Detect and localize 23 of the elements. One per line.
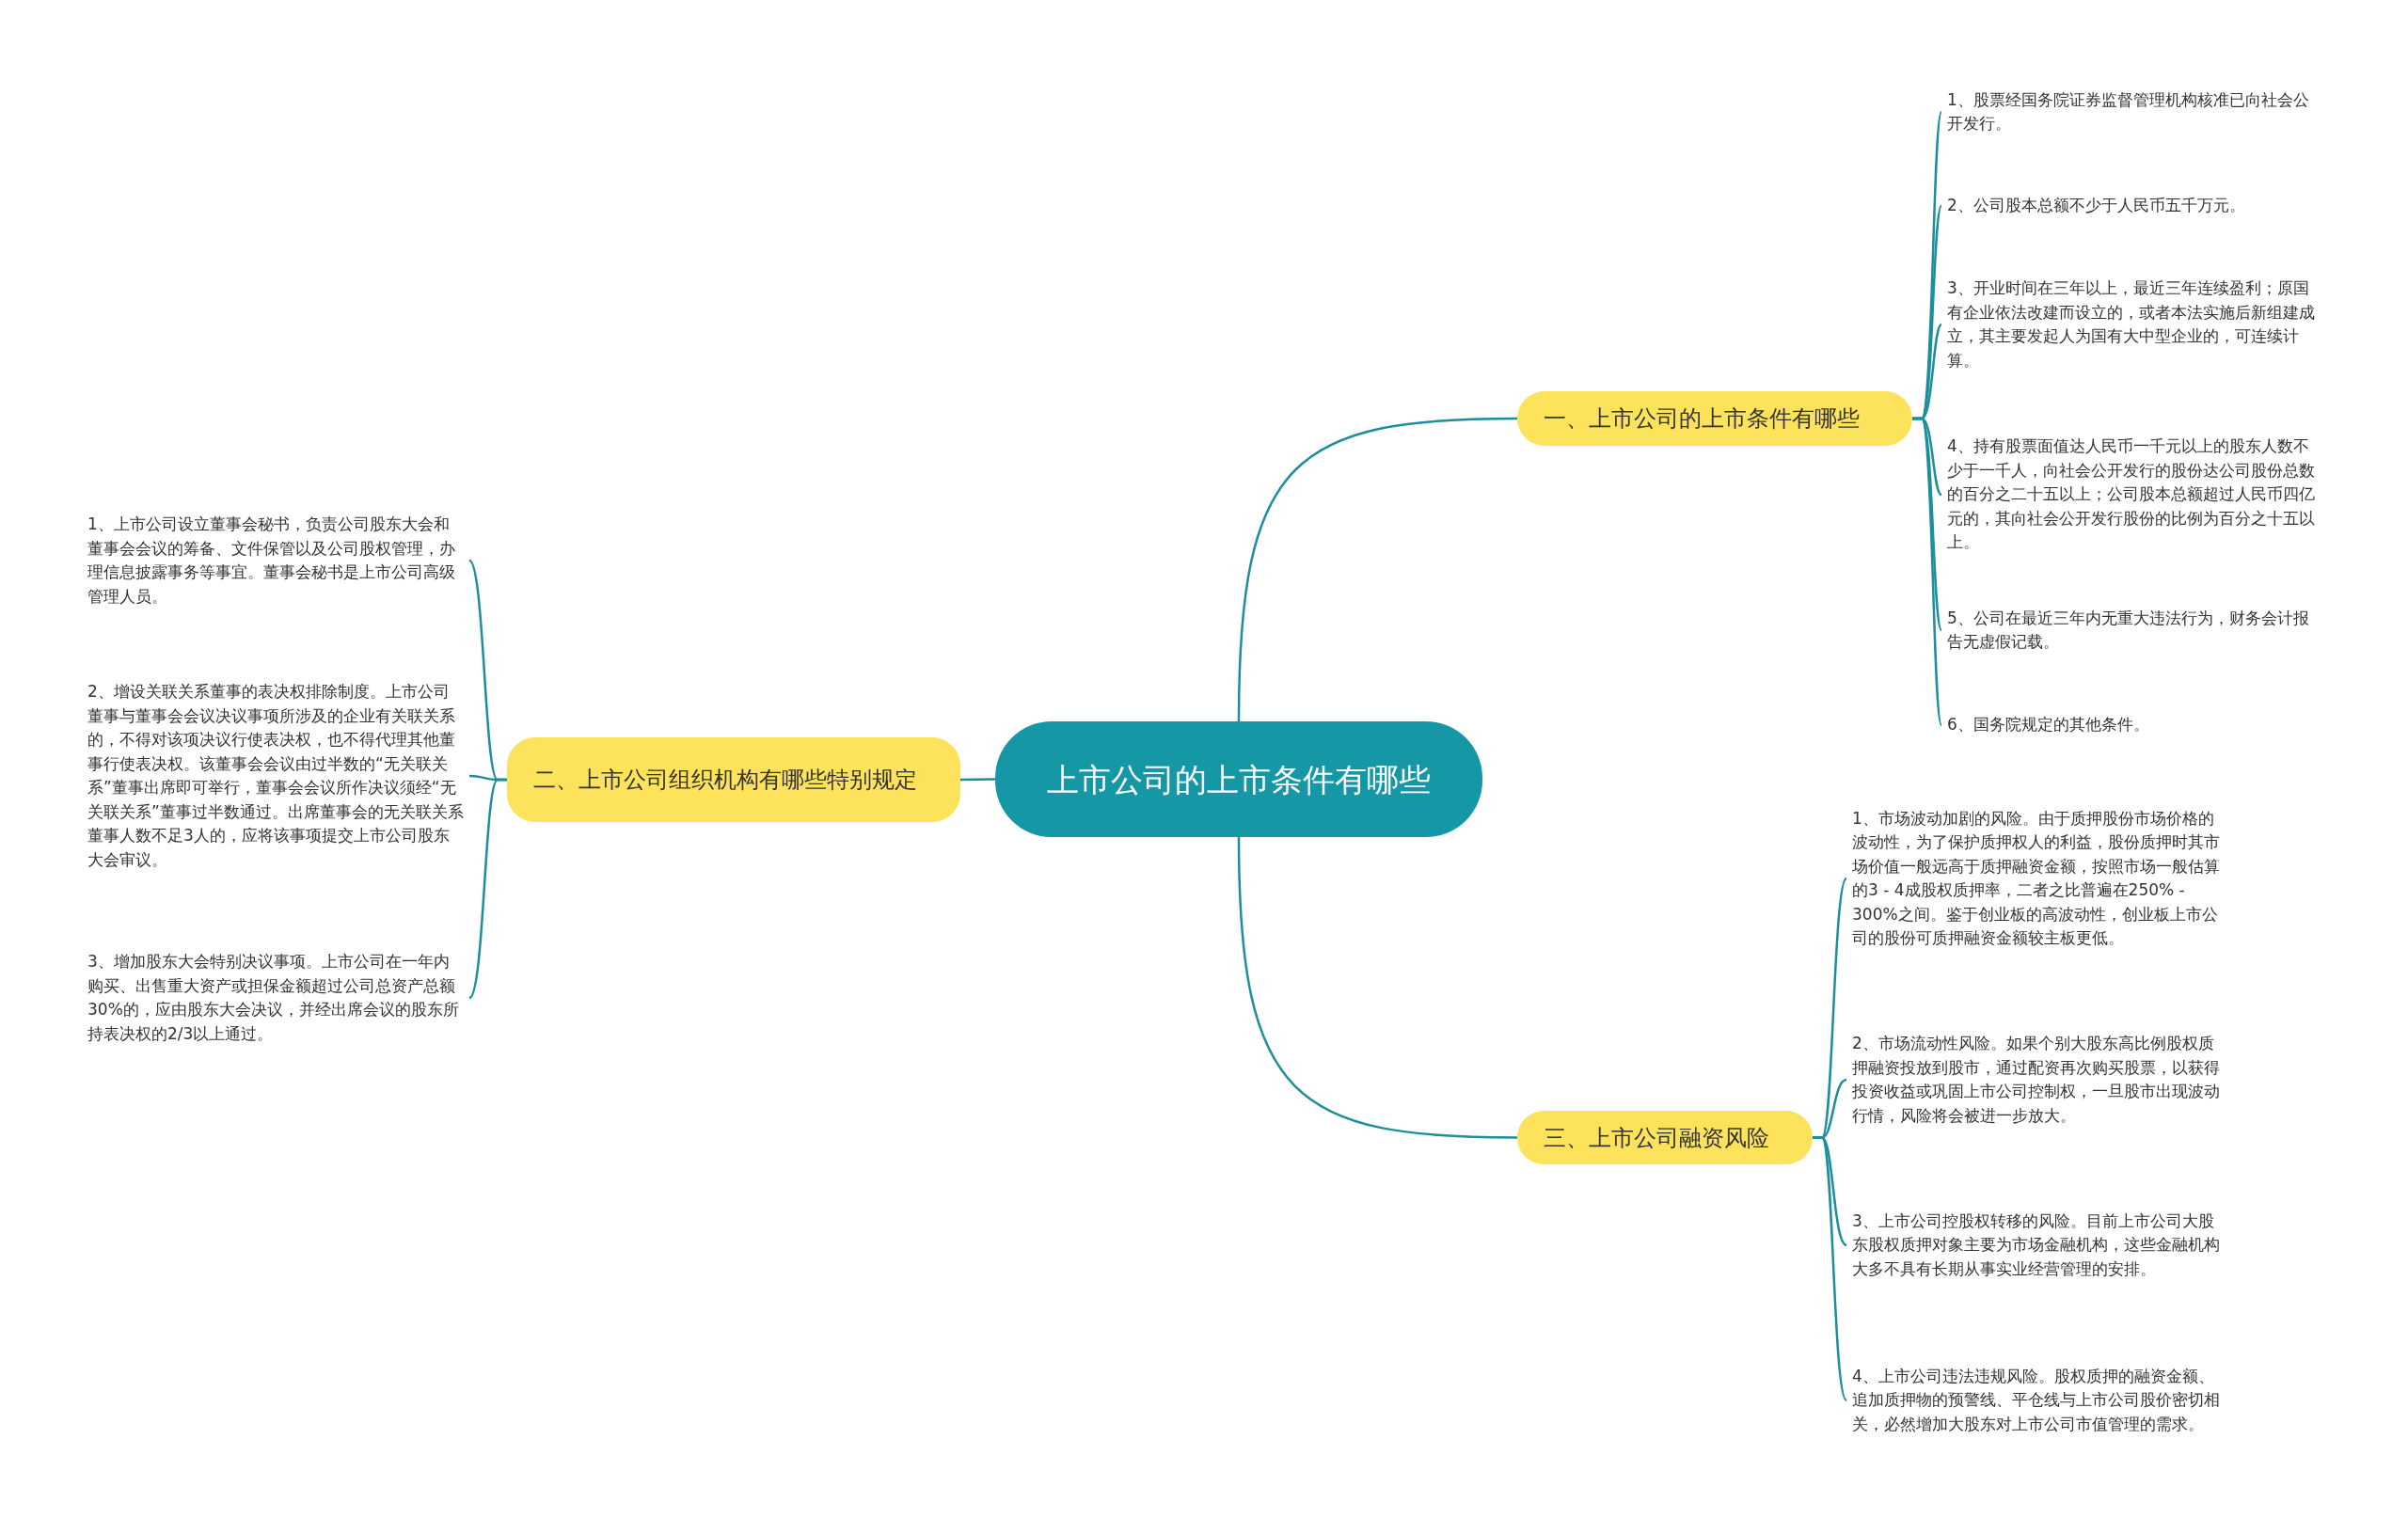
leaf-text: 3、开业时间在三年以上，最近三年连续盈利；原国有企业依法改建而设立的，或者本法实施后新组建成立，其主要发起人为国有大中型企业的，可连续计算。 — [1947, 277, 2323, 372]
leaf-text: 5、公司在最近三年内无重大违法行为，财务会计报告无虚假记载。 — [1947, 606, 2323, 655]
branch-box: 二、上市公司组织机构有哪些特别规定 — [507, 737, 960, 822]
leaf-text: 2、公司股本总额不少于人民币五千万元。 — [1947, 194, 2323, 218]
leaf-text: 2、市场流动性风险。如果个别大股东高比例股权质押融资投放到股市，通过配资再次购买股票，以获得投资收益或巩固上市公司控制权，一旦股市出现波动行情，风险将会被进一步放大。 — [1852, 1032, 2228, 1128]
leaf-text: 6、国务院规定的其他条件。 — [1947, 713, 2323, 737]
connector-line — [1912, 417, 1943, 726]
leaf-text: 1、上市公司设立董事会秘书，负责公司股东大会和董事会会议的筹备、文件保管以及公司股权管理，办理信息披露事务等事宜。董事会秘书是上市公司高级管理人员。 — [87, 513, 464, 609]
connector-line — [1237, 836, 1518, 1139]
connector-line — [1813, 1136, 1848, 1401]
branch-box: 三、上市公司融资风险 — [1517, 1111, 1813, 1164]
connector-line — [960, 778, 995, 782]
branch-box: 一、上市公司的上市条件有哪些 — [1517, 391, 1912, 446]
leaf-text: 3、增加股东大会特别决议事项。上市公司在一年内购买、出售重大资产或担保金额超过公司总资产总额30%的，应由股东大会决议，并经出席会议的股东所持表决权的2/3以上通过。 — [87, 950, 464, 1046]
leaf-text: 2、增设关联关系董事的表决权排除制度。上市公司董事与董事会会议决议事项所涉及的企业有关联关系的，不得对该项决议行使表决权，也不得代理其他董事行使表决权。该董事会会议由过半数的“无关联关系”董事出席即可举行，董事会会议所作决议须经“无关联关系”董事过半数通过。出席董事会的无关联关系董事人数不足3人的，应将该事项提交上市公司股东大会审议。 — [87, 680, 464, 872]
topic-box: 上市公司的上市条件有哪些 — [995, 721, 1482, 837]
leaf-text: 3、上市公司控股权转移的风险。目前上市公司大股东股权质押对象主要为市场金融机构，这些金融机构大多不具有长期从事实业经营管理的安排。 — [1852, 1209, 2228, 1281]
connector-line — [468, 778, 507, 999]
leaf-text: 1、股票经国务院证券监督管理机构核准已向社会公开发行。 — [1947, 87, 2323, 136]
leaf-text: 1、市场波动加剧的风险。由于质押股份市场价格的波动性，为了保护质押权人的利益，股份质押时其市场价值一般远高于质押融资金额，按照市场一般估算的3 - 4成股权质押率，二者之比普遍在250% - 300%之间。鉴于创业板的高波动性，创业板上市公司的股份可质押融资金额较主板更低。 — [1852, 806, 2228, 951]
leaf-text: 4、上市公司违法违规风险。股权质押的融资金额、追加质押物的预警线、平仓线与上市公司股价密切相关，必然增加大股东对上市公司市值管理的需求。 — [1852, 1364, 2228, 1436]
leaf-text: 4、持有股票面值达人民币一千元以上的股东人数不少于一千人，向社会公开发行的股份达公司股份总数的百分之二十五以上；公司股本总额超过人民币四亿元的，其向社会公开发行股份的比例为百分之十五以上。 — [1947, 435, 2323, 555]
connector-line — [1237, 417, 1518, 722]
